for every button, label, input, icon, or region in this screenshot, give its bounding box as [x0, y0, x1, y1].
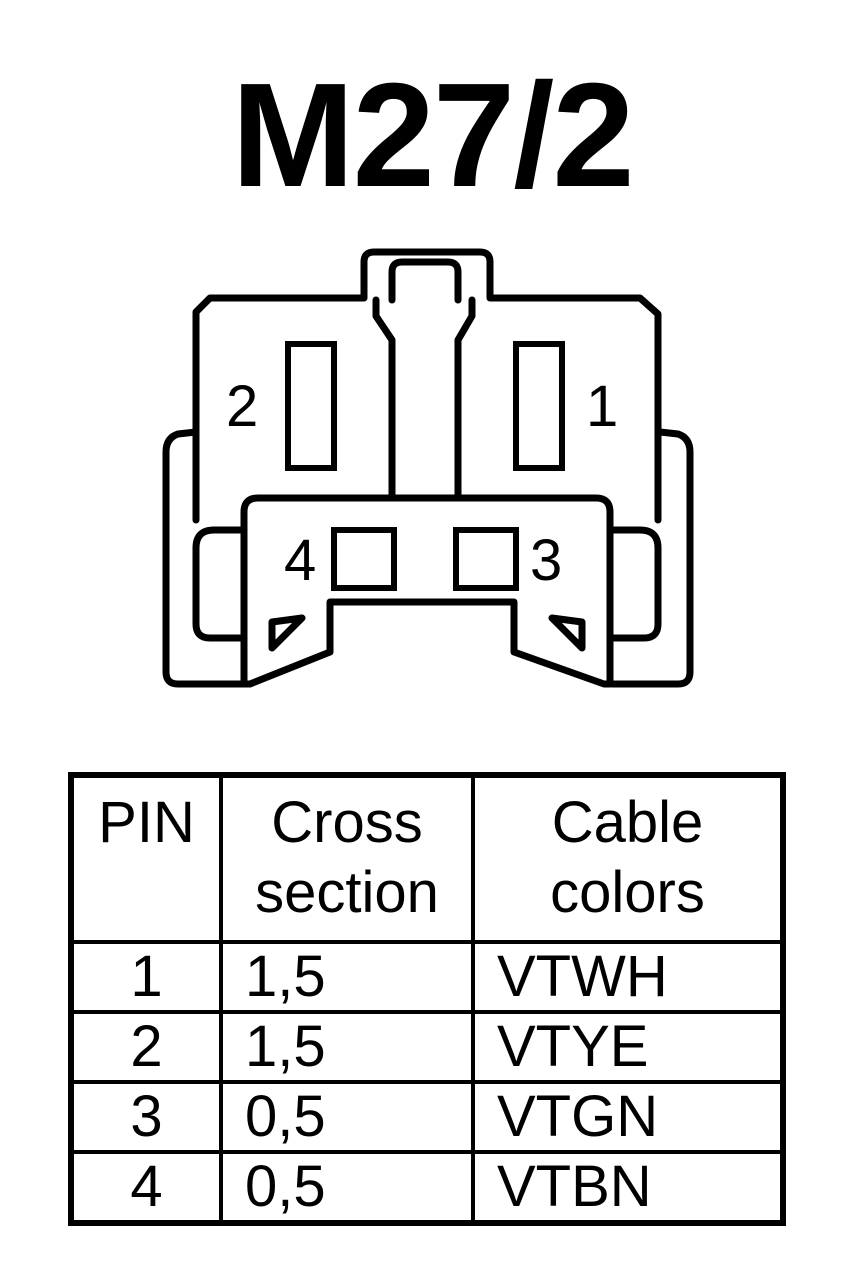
header-cable-colors-line-1: Cable [551, 790, 704, 855]
cable-color-cell: VTYE [471, 1010, 785, 1084]
left-hook [268, 614, 306, 652]
pin-label-4: 4 [284, 528, 316, 593]
right-outer-wing [608, 428, 694, 688]
connector-title: M27/2 [231, 53, 634, 218]
connector-diagram: 1 2 3 4 [162, 248, 694, 688]
center-latch [372, 296, 396, 502]
lower-right-bump [606, 526, 662, 642]
cable-color-cell: VTGN [471, 1080, 785, 1154]
table-header-row: PIN Cross section Cable colors [69, 773, 785, 944]
header-cross-section-line-2: section [255, 860, 439, 925]
table-row: 1 1,5 VTWH [69, 940, 785, 1014]
table-row: 3 0,5 VTGN [69, 1080, 785, 1154]
right-hook [548, 614, 586, 652]
pin-assignment-table: PIN Cross section Cable colors 1 1,5 VTW… [68, 772, 786, 1226]
cable-color-cell: VTBN [471, 1150, 785, 1225]
table-row: 2 1,5 VTYE [69, 1010, 785, 1084]
lower-tray [240, 494, 614, 688]
table-row: 4 0,5 VTBN [69, 1150, 785, 1225]
cross-section-cell: 1,5 [219, 1010, 475, 1084]
center-latch-right [454, 296, 476, 502]
header-cable-colors: Cable colors [471, 773, 785, 944]
cross-section-cell: 0,5 [219, 1150, 475, 1225]
header-pin: PIN [69, 773, 223, 944]
pin-cell: 2 [69, 1010, 223, 1084]
left-outer-wing [162, 428, 248, 688]
header-cable-colors-line-2: colors [550, 860, 705, 925]
header-cross-section-line-1: Cross [271, 790, 423, 855]
pin-label-3: 3 [530, 528, 562, 593]
pin-2-cavity [285, 341, 337, 471]
pin-4-cavity [331, 527, 397, 591]
pin-cell: 4 [69, 1150, 223, 1225]
header-pin-line: PIN [98, 790, 195, 855]
housing-upper [192, 248, 662, 524]
cross-section-cell: 1,5 [219, 940, 475, 1014]
cable-color-cell: VTWH [471, 940, 785, 1014]
header-cross-section: Cross section [219, 773, 475, 944]
lower-left-bump [192, 526, 248, 642]
pin-label-2: 2 [226, 374, 258, 439]
pin-cell: 3 [69, 1080, 223, 1154]
pin-1-cavity [513, 341, 565, 471]
center-latch-top [388, 258, 462, 304]
pin-label-1: 1 [586, 374, 618, 439]
cross-section-cell: 0,5 [219, 1080, 475, 1154]
pin-cell: 1 [69, 940, 223, 1014]
pin-3-cavity [453, 527, 519, 591]
